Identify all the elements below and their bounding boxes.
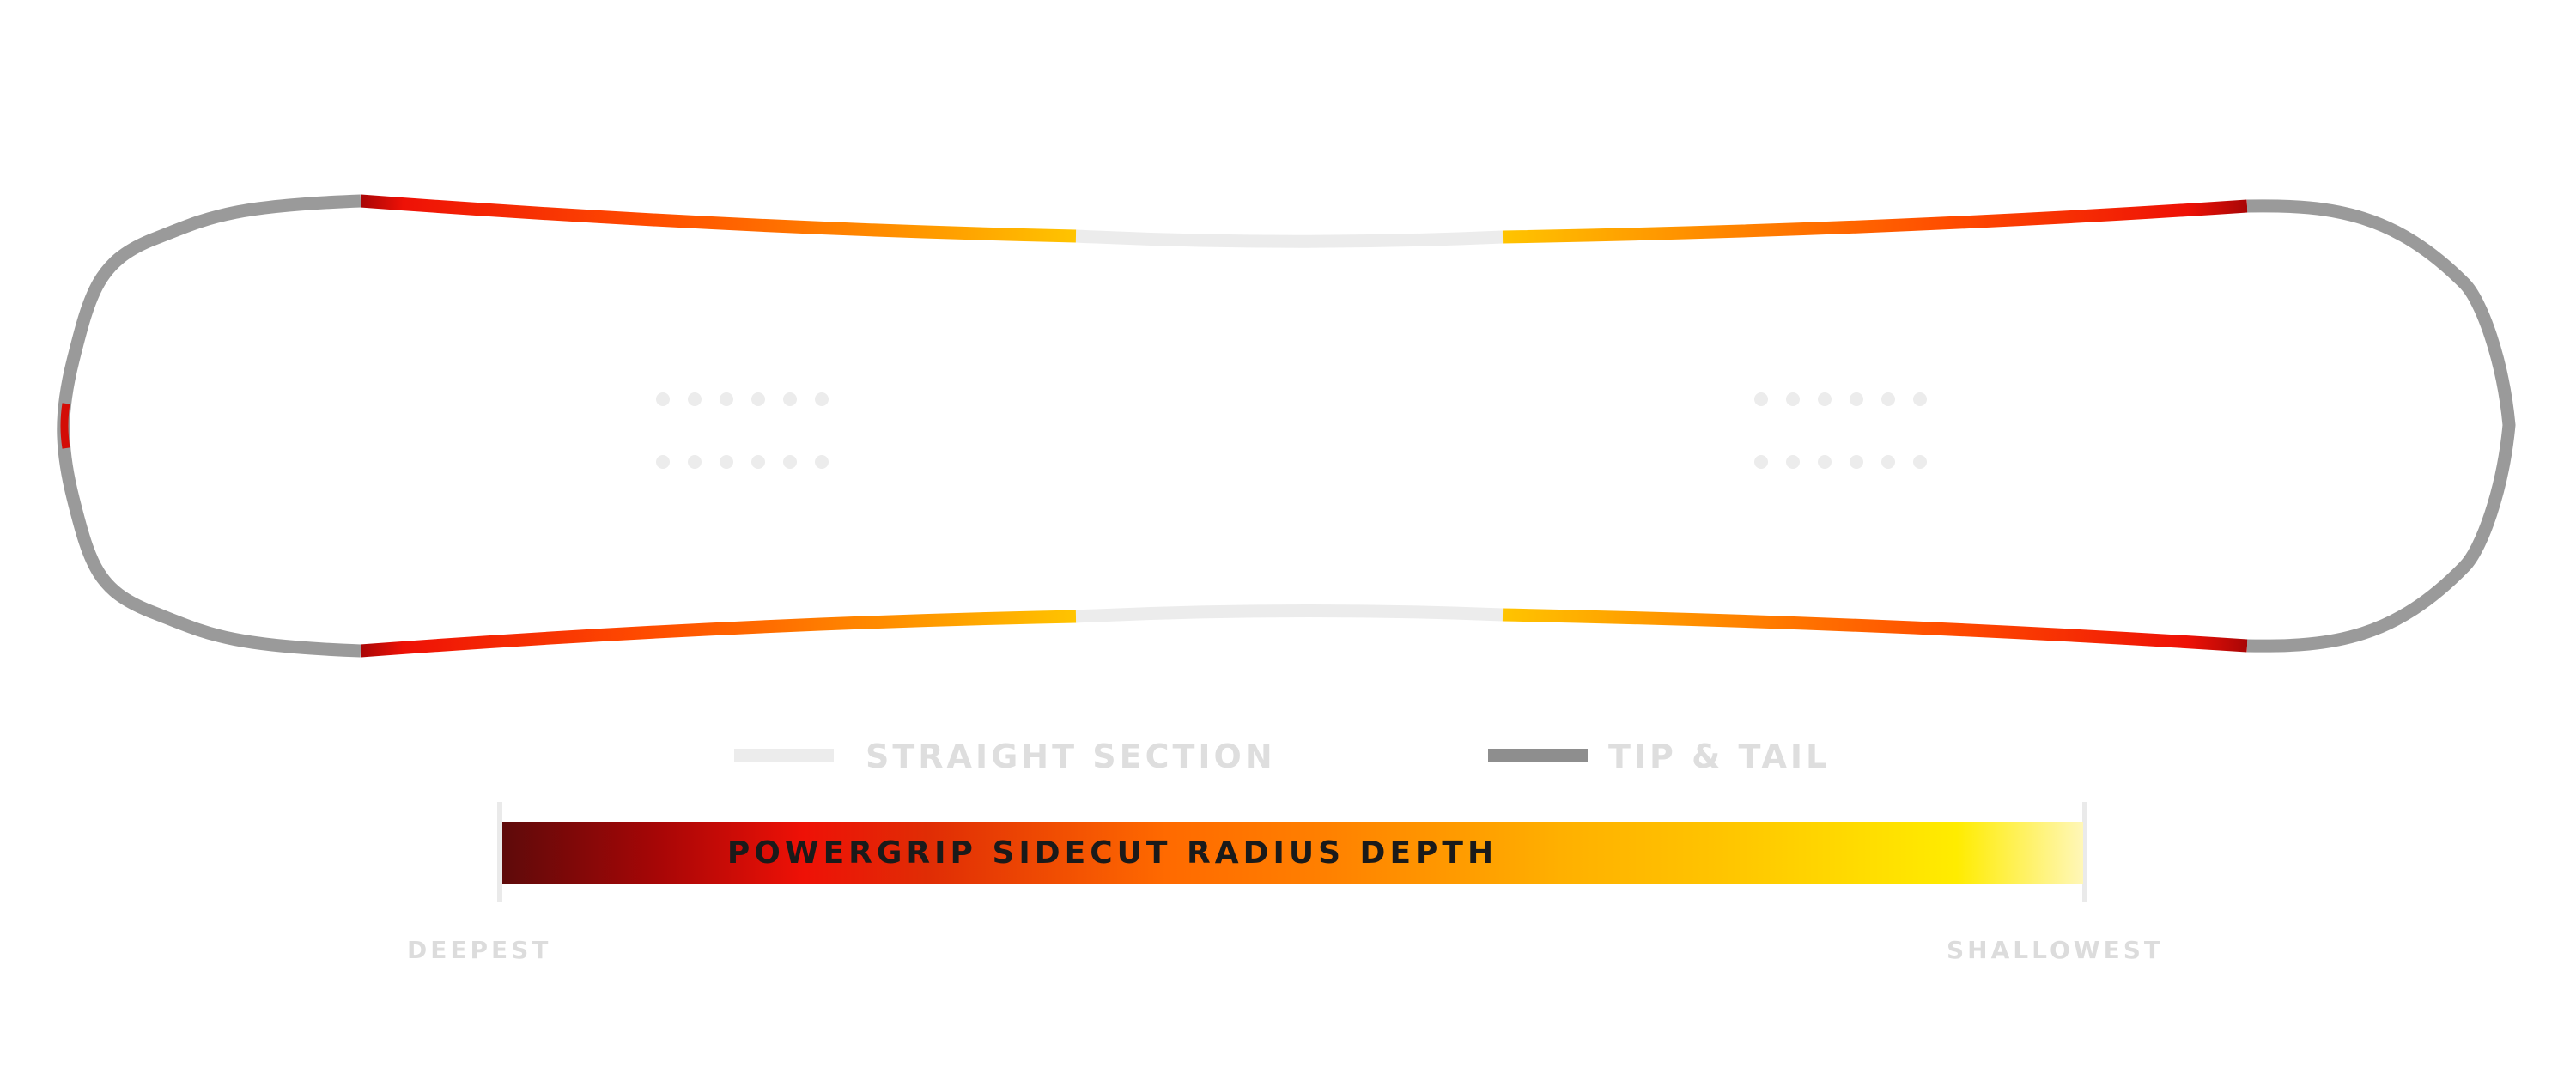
insert-dot — [720, 392, 733, 406]
gradient-bar-title: POWERGRIP SIDECUT RADIUS DEPTH — [726, 835, 1498, 871]
insert-dot — [1850, 392, 1863, 406]
insert-dot — [1850, 455, 1863, 469]
insert-dot — [1818, 392, 1832, 406]
insert-dot — [656, 455, 670, 469]
insert-dot — [815, 455, 829, 469]
sidecut-bottom-right — [1502, 608, 2248, 653]
insert-dot — [751, 392, 765, 406]
insert-dot — [688, 455, 702, 469]
insert-dot — [720, 455, 733, 469]
straight-section-top — [1075, 229, 1504, 248]
gradient-bar-left-cap — [497, 802, 502, 902]
insert-dot — [1881, 392, 1895, 406]
insert-dot — [1913, 455, 1927, 469]
insert-dot — [1913, 392, 1927, 406]
insert-dot — [783, 392, 797, 406]
insert-dot — [1881, 455, 1895, 469]
insert-dot — [1754, 455, 1768, 469]
binding-inserts-right — [1754, 392, 1927, 469]
insert-dot — [1754, 392, 1768, 406]
sidecut-top-right — [1502, 199, 2248, 244]
sidecut-bottom-left — [360, 610, 1077, 658]
tail-outline — [2246, 199, 2516, 653]
insert-dot — [751, 455, 765, 469]
insert-dot — [656, 392, 670, 406]
insert-dot — [1786, 392, 1800, 406]
sidecut-depth-gradient-bar: POWERGRIP SIDECUT RADIUS DEPTH — [502, 822, 2083, 884]
insert-dot — [815, 392, 829, 406]
straight-section-bottom — [1075, 604, 1504, 623]
nose-sidecut-accent — [60, 403, 70, 449]
nose-outline — [57, 194, 361, 658]
straight-section-label: STRAIGHT SECTION — [866, 738, 1276, 775]
insert-dot — [688, 392, 702, 406]
binding-inserts-left — [656, 392, 829, 469]
insert-dot — [1786, 455, 1800, 469]
straight-section-swatch — [734, 749, 834, 762]
tip-tail-label: TIP & TAIL — [1608, 738, 1831, 775]
gradient-bar-right-cap — [2082, 802, 2087, 902]
insert-dot — [1818, 455, 1832, 469]
shallowest-label: SHALLOWEST — [1947, 936, 2165, 964]
insert-dot — [783, 455, 797, 469]
deepest-label: DEEPEST — [407, 936, 552, 964]
sidecut-top-left — [360, 194, 1077, 243]
tip-tail-swatch — [1488, 749, 1588, 762]
